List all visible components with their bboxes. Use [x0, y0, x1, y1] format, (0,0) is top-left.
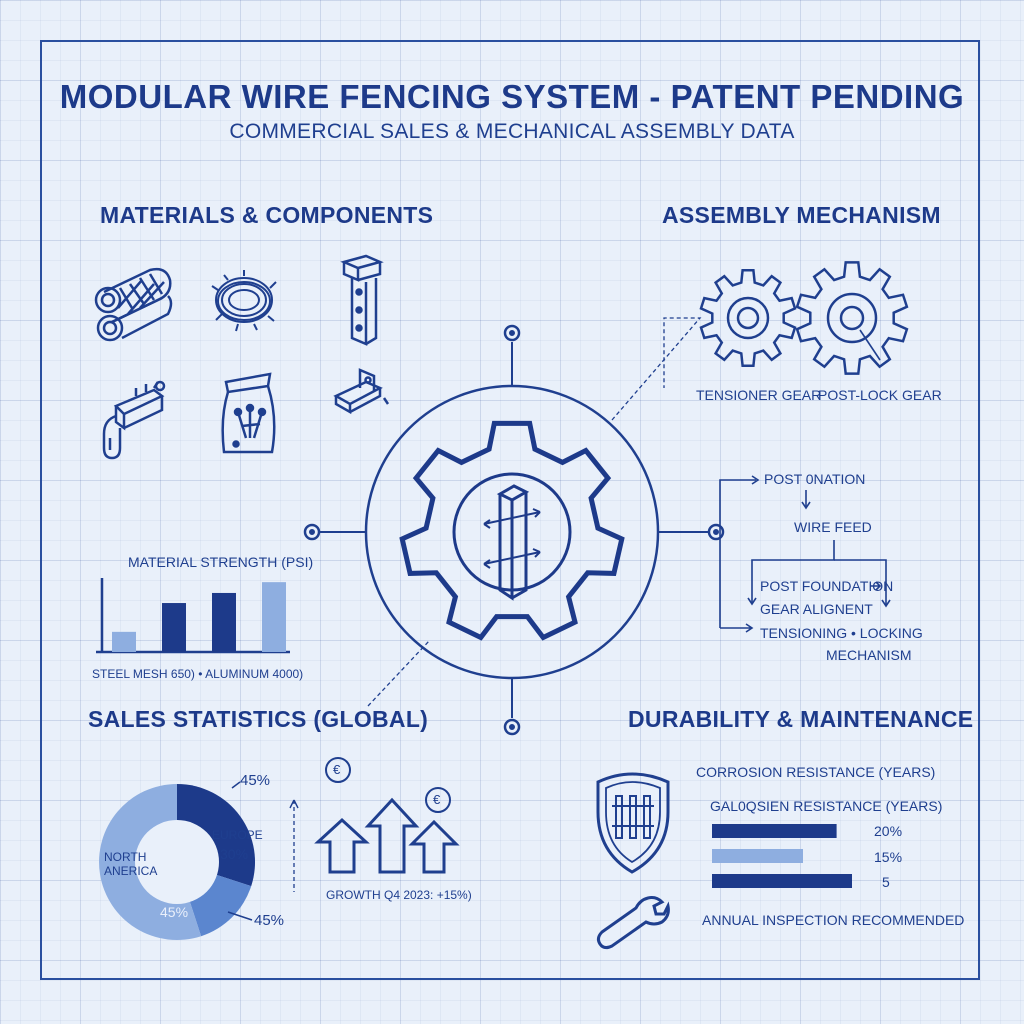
strength-bar [212, 592, 236, 652]
flow-step-post-foundation: POST FOUNDATION [760, 578, 894, 594]
post-lock-gear-label: POST-LOCK GEAR [818, 387, 942, 403]
resistance-value-2: 15% [874, 849, 903, 865]
donut-label-europe: EUROPE [212, 828, 263, 842]
flow-step-wire-feed: WIRE FEED [794, 519, 872, 535]
wrench-icon [596, 896, 670, 950]
galvanized-resistance-title: GAL0QSIEN RESISTANCE (YEARS) [710, 798, 943, 814]
strength-bar [112, 631, 136, 652]
material-strength-legend: STEEL MESH 650) • ALUMINUM 4000) [92, 667, 304, 681]
barbed-wire-coil-icon [211, 270, 277, 332]
inspection-note: ANNUAL INSPECTION RECOMMENDED [702, 912, 965, 928]
blueprint-frame [40, 40, 980, 980]
section-sales-heading: SALES STATISTICS (GLOBAL) [88, 706, 429, 732]
resistance-value-1: 20% [874, 823, 903, 839]
section-durability-heading: DURABILITY & MAINTENANCE [628, 706, 974, 732]
resistance-bar [712, 849, 803, 863]
donut-leader-line [231, 781, 241, 789]
shield-fence-icon [596, 772, 670, 874]
strength-bar [162, 603, 186, 652]
growth-arrow-icon [289, 797, 460, 874]
donut-outer-value-bottom: 45% [254, 912, 285, 929]
section-materials-heading: MATERIALS & COMPONENTS [100, 202, 434, 228]
euro-coin-icon [325, 757, 451, 813]
flow-step-post-0nation: POST 0NATION [764, 471, 866, 487]
donut-leader-line [227, 911, 253, 921]
post-lock-gear-icon [795, 261, 909, 375]
euro-symbol-2: € [433, 792, 441, 807]
flow-step-tensioning-locking: TENSIONING • LOCKING [760, 625, 923, 641]
page-subtitle: COMMERCIAL SALES & MECHANICAL ASSEMBLY D… [229, 120, 795, 143]
donut-inner-value-north-america: 45% [160, 904, 189, 920]
page-title: MODULAR WIRE FENCING SYSTEM - PATENT PEN… [59, 78, 965, 115]
wire-mesh-roll-icon [94, 267, 173, 342]
donut-label-north-america: NORTH ANERICA [104, 850, 158, 878]
clamp-bracket-icon [102, 380, 166, 460]
strength-bar [262, 582, 286, 652]
resistance-bars [712, 824, 852, 888]
post-bracket-icon [333, 368, 390, 415]
bolt-bag-icon [221, 372, 276, 454]
material-strength-bars [112, 582, 286, 652]
corrosion-resistance-title: CORROSION RESISTANCE (YEARS) [696, 764, 936, 780]
growth-label: GROWTH Q4 2023: +15%) [326, 888, 472, 902]
material-strength-title: MATERIAL STRENGTH (PSI) [128, 554, 314, 570]
donut-outer-value-top: 45% [240, 772, 271, 789]
euro-symbol-1: € [333, 762, 341, 777]
section-assembly-heading: ASSEMBLY MECHANISM [662, 202, 941, 228]
fence-post-icon [340, 254, 384, 346]
tensioner-gear-label: TENSIONER GEAR [696, 387, 822, 403]
resistance-bar [712, 824, 837, 838]
donut-inner-value-europe: 30% [220, 846, 249, 862]
flow-step-mechanism: MECHANISM [826, 647, 912, 663]
resistance-bar [712, 874, 852, 888]
flow-step-gear-alignment: GEAR ALIGNENT [760, 601, 873, 617]
central-gear-icon [399, 420, 625, 641]
tensioner-gear-icon [699, 269, 797, 367]
resistance-value-3: 5 [882, 874, 890, 890]
